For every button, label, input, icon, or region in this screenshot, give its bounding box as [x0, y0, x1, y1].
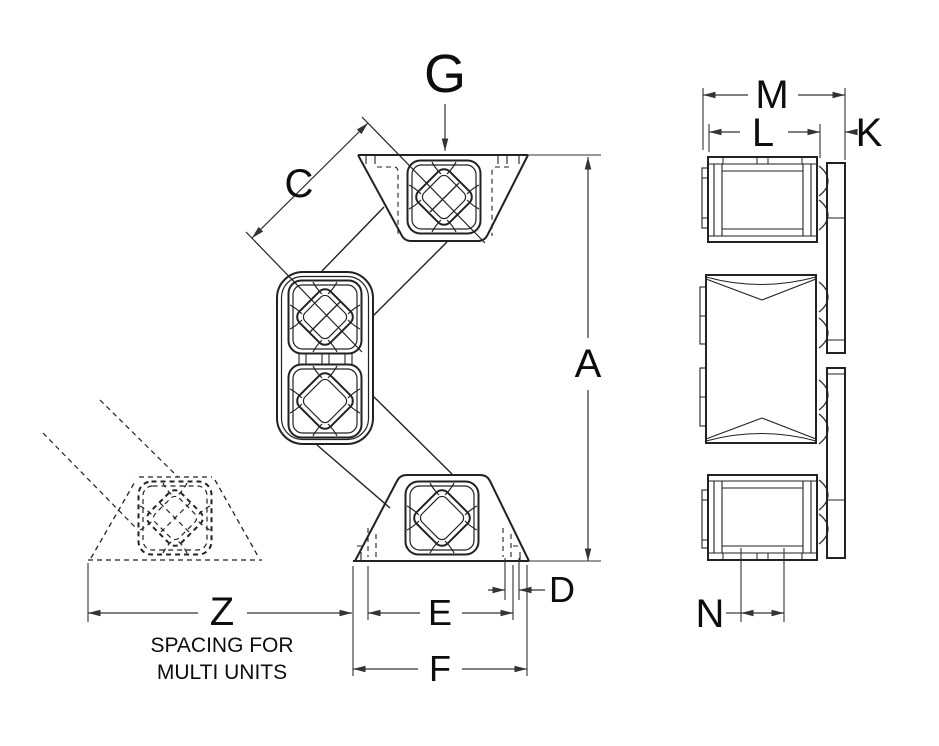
side-top-block	[701, 156, 818, 243]
dim-label-d: D	[549, 569, 575, 610]
dim-label-e: E	[428, 592, 452, 633]
dim-m: M	[702, 73, 846, 160]
dim-f: F	[352, 565, 528, 689]
note-line-2: MULTI UNITS	[157, 661, 287, 684]
side-middle-block	[699, 274, 817, 444]
note-line-1: SPACING FOR	[150, 634, 293, 657]
dim-l: L	[708, 111, 821, 158]
dim-a: A	[528, 154, 602, 562]
dim-label-c: C	[285, 162, 314, 206]
dim-e: E	[367, 565, 514, 633]
dim-label-z: Z	[210, 590, 234, 634]
dimensions: G C A D E F	[87, 44, 883, 689]
note-multi-units: SPACING FOR MULTI UNITS	[150, 634, 293, 684]
top-pad-unit	[357, 154, 529, 242]
dim-z: Z	[87, 563, 352, 634]
dim-label-f: F	[429, 648, 451, 689]
dim-label-a: A	[575, 342, 602, 386]
middle-pad-insert-bottom	[289, 365, 362, 438]
ghost-unit	[42, 399, 262, 561]
dim-label-k: K	[856, 111, 883, 155]
side-mounting-plate	[818, 162, 846, 559]
dim-label-g: G	[424, 44, 466, 104]
side-bottom-block	[701, 474, 818, 561]
dim-label-n: N	[696, 592, 725, 636]
top-pad-insert	[408, 161, 481, 234]
dim-k: K	[845, 111, 883, 155]
bottom-pad-insert	[406, 482, 479, 555]
dim-c: C	[251, 122, 369, 239]
diagonal-connection-lines	[245, 116, 486, 509]
dim-label-m: M	[755, 73, 788, 117]
front-view	[42, 116, 530, 562]
dim-d: D	[488, 558, 575, 610]
bottom-pad-unit	[353, 474, 530, 562]
dim-label-l: L	[752, 111, 774, 155]
dim-n: N	[696, 548, 785, 636]
side-view	[699, 156, 846, 561]
dim-g: G	[424, 44, 466, 151]
middle-pad-unit	[276, 271, 374, 445]
